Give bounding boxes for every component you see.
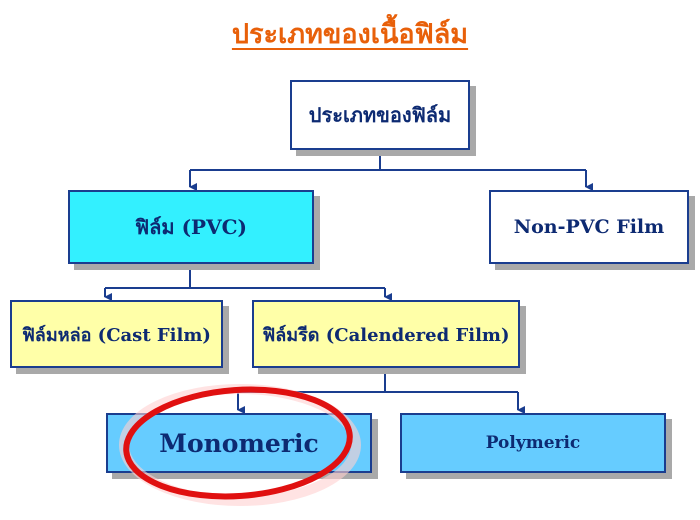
highlight-ring [123,386,353,500]
node-calendered-film: ฟิล์มรีด (Calendered Film) [252,300,520,368]
node-non-pvc-film: Non-PVC Film [489,190,689,264]
node-monomeric: Monomeric [106,413,372,473]
node-film-types: ประเภทของฟิล์ม [290,80,470,150]
node-polymeric: Polymeric [400,413,666,473]
node-pvc-film: ฟิล์ม (PVC) [68,190,314,264]
node-cast-film: ฟิล์มหล่อ (Cast Film) [10,300,223,368]
page-title: ประเภทของเนื้อฟิล์ม [231,19,469,50]
